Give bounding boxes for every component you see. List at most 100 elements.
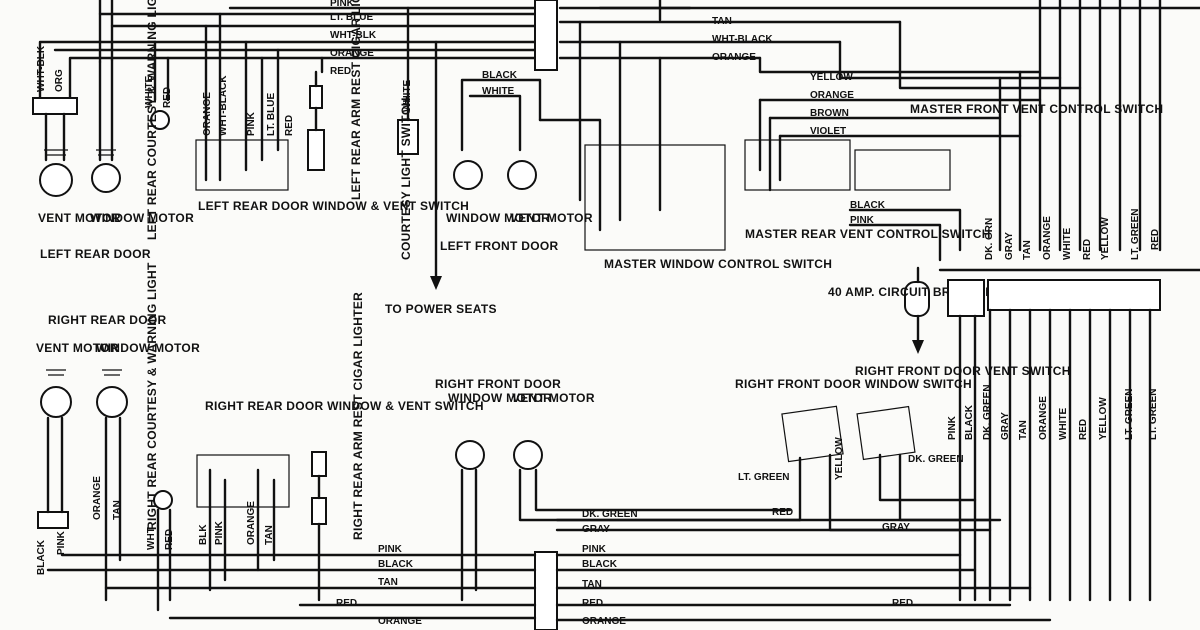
- wire-label-wht-rrl: WHT: [146, 527, 157, 550]
- wire-label-lt-blue: LT. BLUE: [330, 12, 373, 23]
- left-rear-vent-motor-label: VENT MOTOR: [38, 211, 121, 225]
- to-power-seats-label: TO POWER SEATS: [385, 302, 497, 316]
- harness-lower-tan: TAN: [1018, 420, 1029, 440]
- right-rear-lighter-body: [311, 497, 327, 525]
- bottom-mid-red: RED: [582, 598, 603, 609]
- bottom-bus-wires: PINK BLACK TAN RED ORANGE DK. GREEN GRAY…: [46, 507, 1052, 630]
- right-front-door-label: RIGHT FRONT DOOR: [435, 377, 561, 391]
- wire-label-white-lr: WHITE: [144, 75, 155, 108]
- wire-label-pink-lrs: PINK: [246, 111, 257, 136]
- wire-label-yellow-rf: YELLOW: [834, 437, 845, 480]
- wire-label-black-rr: BLACK: [36, 539, 47, 575]
- right-front-door-group: RIGHT FRONT DOOR WINDOW MOTOR VENT MOTOR…: [435, 364, 1071, 602]
- left-front-door-group: BLACK WHITE WINDOW MOTOR VENT MOTOR LEFT…: [440, 20, 1163, 354]
- wire-label-black-mfv: BLACK: [850, 200, 886, 211]
- wire-label-tan-rr: TAN: [112, 500, 123, 520]
- wire-label-tan: TAN: [712, 16, 732, 27]
- wire-label-whtblack-lrs: WHT-BLACK: [218, 75, 229, 136]
- left-rear-cigar-lighter: [309, 85, 323, 109]
- bottom-left-red: RED: [336, 598, 357, 609]
- bottom-mid-dkgreen: DK. GREEN: [582, 509, 638, 520]
- right-rear-connector: [37, 511, 69, 529]
- master-window-switch-label: MASTER WINDOW CONTROL SWITCH: [604, 257, 832, 271]
- harness-lower-labels: PINK BLACK DK. GREEN GRAY TAN ORANGE WHI…: [947, 384, 1159, 440]
- wire-label-blk-rrs: BLK: [198, 524, 209, 545]
- wire-label-red-lrs: RED: [284, 115, 295, 136]
- wire-label-dkgreen-rf: DK. GREEN: [908, 454, 964, 465]
- right-front-window-switch-label: RIGHT FRONT DOOR WINDOW SWITCH: [735, 377, 972, 391]
- left-rear-connector: [32, 97, 78, 115]
- wire-label-pink-rrs: PINK: [214, 520, 225, 545]
- master-window-switch: [584, 144, 726, 251]
- right-rear-cigar-lighter: [311, 451, 327, 477]
- left-rear-lighter-body: [307, 129, 325, 171]
- power-seats-arrow-icon: [430, 276, 442, 290]
- wire-label-brown-mfv: BROWN: [810, 108, 849, 119]
- wire-label-red-lighter: RED: [330, 66, 351, 77]
- wire-label-orange: ORANGE: [330, 48, 374, 59]
- harness-lower-yellow: YELLOW: [1098, 397, 1109, 440]
- master-rear-vent-switch: [744, 139, 851, 191]
- harness-lower-white: WHITE: [1058, 407, 1069, 440]
- harness-label-gray: GRAY: [1004, 232, 1015, 260]
- wire-label-pink: PINK: [330, 0, 355, 9]
- wire-label-org-vert: ORG: [54, 69, 65, 92]
- top-left-wire-labels: PINK LT. BLUE WHT-BLK ORANGE: [330, 0, 377, 59]
- wire-label-orange-rrs: ORANGE: [246, 501, 257, 545]
- right-front-vent-motor: [513, 440, 543, 470]
- harness-label-ltgreen: LT. GREEN: [1130, 209, 1141, 260]
- wire-label-white-lf: WHITE: [482, 86, 515, 97]
- bottom-left-tan: TAN: [378, 577, 398, 588]
- harness-connector-bottom: [534, 551, 558, 630]
- bottom-mid-pink: PINK: [582, 544, 607, 555]
- right-rear-vent-motor: [40, 386, 72, 418]
- wire-label-orange-rr: ORANGE: [92, 476, 103, 520]
- master-front-vent-switch-label: MASTER FRONT VENT CONTROL SWITCH: [910, 102, 1163, 116]
- wire-label-orange-lrs: ORANGE: [202, 92, 213, 136]
- right-front-vent-motor-label: VENT MOTOR: [512, 391, 595, 405]
- left-rear-door-label: LEFT REAR DOOR: [40, 247, 151, 261]
- bottom-mid-gray: GRAY: [582, 524, 610, 535]
- left-rear-cigar-label: LEFT REAR ARM REST CIGAR LIGHTER: [349, 0, 363, 200]
- left-front-window-motor: [453, 160, 483, 190]
- wire-label-wht-black: WHT-BLACK: [712, 34, 773, 45]
- bottom-mid-black: BLACK: [582, 559, 618, 570]
- harness-lower-black: BLACK: [964, 404, 975, 440]
- left-front-window-motor-label: WINDOW MOTOR: [446, 211, 550, 225]
- right-front-window-motor-label: WINDOW MOTOR: [448, 391, 552, 405]
- bottom-mid-orange: ORANGE: [582, 616, 626, 627]
- left-rear-window-motor: [91, 163, 121, 193]
- right-front-window-switch: [781, 405, 844, 463]
- right-front-vent-switch-label: RIGHT FRONT DOOR VENT SWITCH: [855, 364, 1071, 378]
- harness-label-dkgrn: DK. GRN: [984, 218, 995, 260]
- bottom-left-orange: ORANGE: [378, 616, 422, 627]
- left-rear-window-motor-label: WINDOW MOTOR: [90, 211, 194, 225]
- right-rear-vent-motor-label: VENT MOTOR: [36, 341, 119, 355]
- left-rear-switch-label: LEFT REAR DOOR WINDOW & VENT SWITCH: [198, 199, 469, 213]
- harness-connector-small: [947, 279, 985, 317]
- harness-label-yellow: YELLOW: [1100, 217, 1111, 260]
- left-rear-courtesy-label: LEFT REAR COURTESY & WARNING LIGHT: [145, 0, 159, 240]
- right-front-window-motor: [455, 440, 485, 470]
- left-front-vent-motor: [507, 160, 537, 190]
- wire-label-wht-blk-vert: WHT-BLK: [36, 45, 47, 92]
- bottom-right-red-2: RED: [892, 598, 913, 609]
- harness-label-white: WHITE: [1062, 227, 1073, 260]
- right-harness: DK. GRN GRAY TAN ORANGE WHITE RED YELLOW…: [938, 209, 1200, 602]
- harness-connector-main: [987, 279, 1161, 311]
- right-rear-switch-label: RIGHT REAR DOOR WINDOW & VENT SWITCH: [205, 399, 484, 413]
- right-rear-window-motor-label: WINDOW MOTOR: [96, 341, 200, 355]
- harness-lower-ltgreen: LT. GREEN: [1124, 389, 1135, 440]
- harness-connector-top: [534, 0, 558, 71]
- right-rear-door-group: RIGHT REAR DOOR VENT MOTOR WINDOW MOTOR …: [36, 262, 484, 612]
- wire-label-pink-rr: PINK: [56, 530, 67, 555]
- breaker-arrow-icon: [912, 340, 924, 354]
- harness-lower-dkgreen: DK. GREEN: [982, 384, 993, 440]
- wire-label-orange-mfv: ORANGE: [810, 90, 854, 101]
- bottom-left-black: BLACK: [378, 559, 414, 570]
- harness-lower-orange: ORANGE: [1038, 396, 1049, 440]
- wire-label-violet-mfv: VIOLET: [810, 126, 846, 137]
- harness-upper-labels: DK. GRN GRAY TAN ORANGE WHITE RED YELLOW…: [984, 209, 1161, 260]
- wire-label-black-lf: BLACK: [482, 70, 518, 81]
- bottom-right-red: RED: [772, 507, 793, 518]
